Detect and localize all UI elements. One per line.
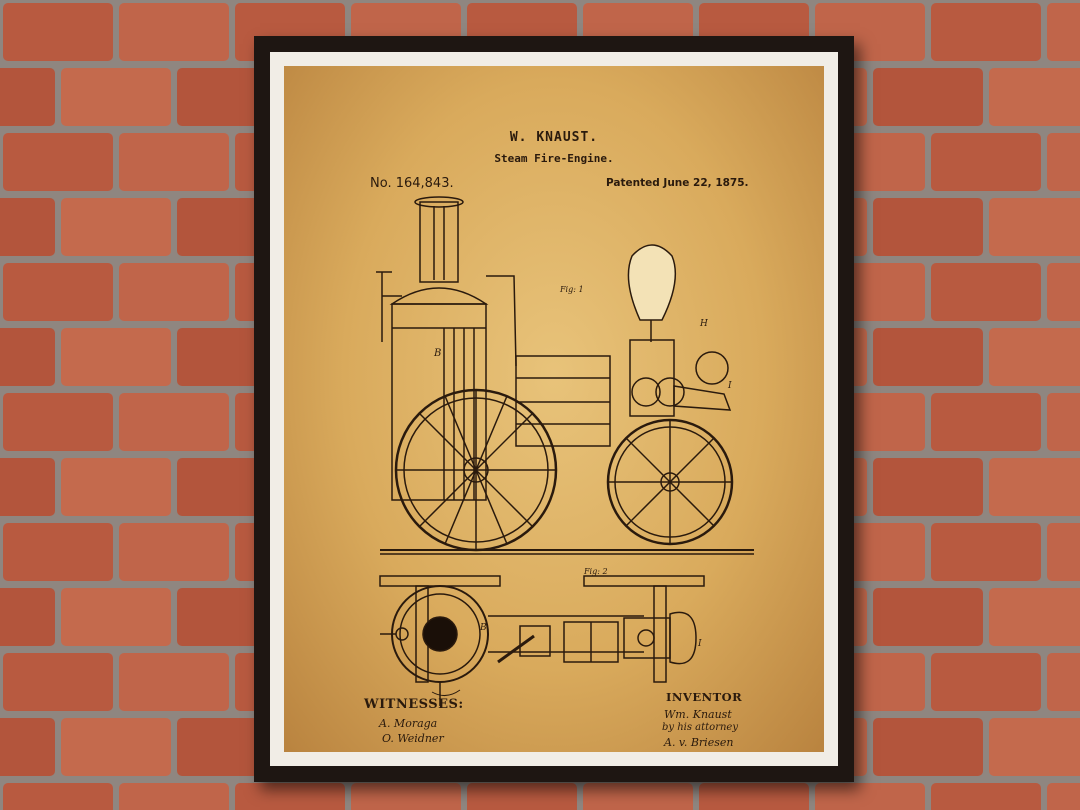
svg-text:I: I (727, 381, 732, 391)
fig1-label: Fig: 1 (559, 285, 584, 294)
fig2-label: Fig: 2 (583, 567, 608, 576)
fig1-side-view: B H I (376, 196, 754, 555)
patent-inventor-title: W. KNAUST. (509, 130, 599, 145)
patent-title: Steam Fire-Engine. (494, 152, 614, 165)
picture-frame: B H I (254, 36, 854, 782)
svg-text:I: I (697, 639, 702, 649)
fire-engine-drawing: B H I (376, 196, 754, 706)
picture-mat: B H I (270, 52, 838, 766)
attorney-signature: A. v. Briesen (664, 736, 734, 749)
patent-print: B H I (284, 66, 824, 752)
svg-text:B: B (433, 348, 441, 359)
witness-signature-1: A. Moraga (379, 717, 438, 730)
attorney-line: by his attorney (662, 722, 738, 733)
witnesses-heading: WITNESSES: (364, 697, 464, 712)
inventor-heading: INVENTOR (666, 690, 743, 704)
patent-date: Patented June 22, 1875. (606, 177, 749, 189)
svg-text:B: B (479, 623, 487, 633)
fig2-plan-view: B I (379, 575, 705, 706)
witness-signature-2: O. Weidner (382, 732, 444, 745)
svg-text:H: H (699, 319, 708, 329)
patent-number: No. 164,843. (370, 176, 454, 191)
inventor-signature: Wm. Knaust (664, 708, 732, 721)
